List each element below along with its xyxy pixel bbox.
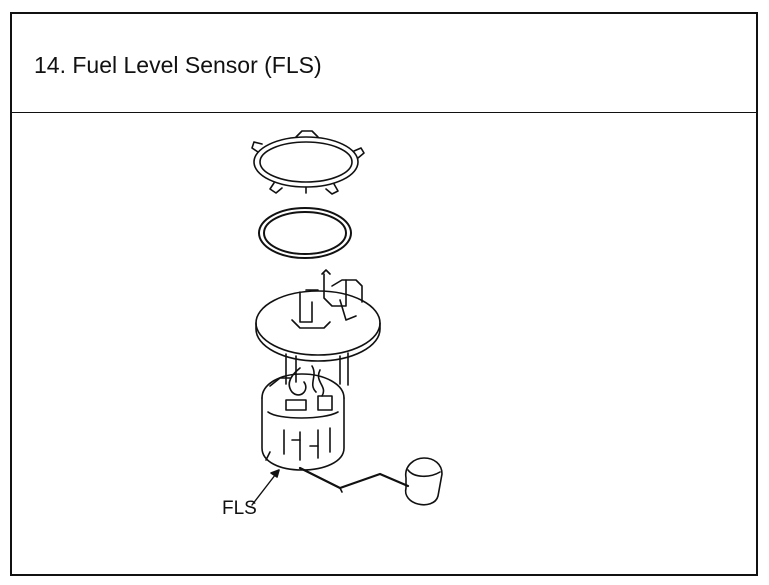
pump-reservoir [261,373,345,471]
lock-ring [251,130,365,195]
fls-leader-line [251,469,280,506]
gasket [258,207,352,259]
page-title: 14. Fuel Level Sensor (FLS) [34,52,322,78]
level-sensor-arm [298,457,443,506]
section-header: 14. Fuel Level Sensor (FLS) [12,14,756,113]
figure-frame: 14. Fuel Level Sensor (FLS) [10,12,758,576]
fls-callout-label: FLS [222,498,257,519]
pump-flange [255,269,381,362]
